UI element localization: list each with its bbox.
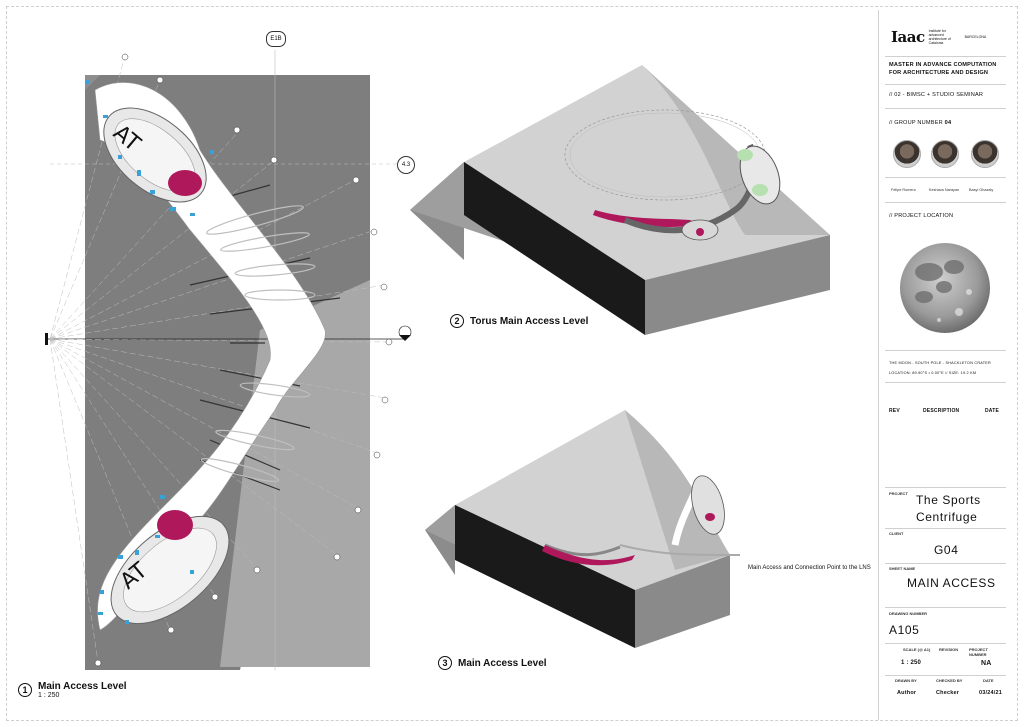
iaac-logo: Iaac Institute for advanced architecture… [891,28,986,46]
divider [885,675,1006,676]
checked-by-value: Checker [936,690,960,696]
divider [885,177,1006,178]
date-value: 03/24/21 [979,690,1003,696]
view-1-number: 1 [18,683,32,697]
grid-label-4-3: 4.3 [401,162,411,168]
logo-subtitle: Institute for advanced architecture of C… [928,29,951,45]
group-number-value: 04 [944,120,952,126]
divider [885,563,1006,564]
checked-by-label: CHECKED BY [936,678,963,683]
grid-bubble-e1b: E1B [266,31,286,47]
client-value: G04 [934,543,959,557]
divider [885,643,1006,644]
drawn-by-value: Author [897,690,917,696]
grid-bubble-4-3: 4.3 [397,156,415,174]
sheet-name-label: SHEET NAME [889,566,916,571]
project-name-line-1: The Sports [916,493,981,507]
program-line-1: MASTER IN ADVANCE COMPUTATION [889,62,997,68]
main-access-axo [425,410,740,648]
title-block: Iaac Institute for advanced architecture… [878,10,1006,720]
group-number-row: // GROUP NUMBER 04 [889,120,951,126]
scale-value: 1 : 250 [901,660,922,666]
program-line-2: FOR ARCHITECTURE AND DESIGN [889,70,989,76]
drawing-number-value: A105 [889,623,920,637]
view-3-title: Main Access Level [458,657,547,669]
divider [885,108,1006,109]
rev-header: REV [889,408,900,414]
project-number-label: PROJECT NUMBER [969,647,988,657]
view-1-label: 1 Main Access Level 1 : 250 [18,681,127,699]
logo-mark: Iaac [891,28,925,46]
project-label: PROJECT [889,491,908,496]
avatar-member-1 [893,140,921,168]
view-1-scale: 1 : 250 [38,692,60,699]
torus-main-access-axo [410,65,830,335]
client-label: CLIENT [889,531,904,536]
divider [885,607,1006,608]
divider [885,528,1006,529]
divider [885,56,1006,57]
sheet-name-value: MAIN ACCESS [907,576,996,590]
drawing-number-label: DRAWING NUMBER [889,611,927,616]
date-label: DATE [983,678,994,683]
logo-city: BARCELONA [964,35,987,39]
scale-label: SCALE (@ A1) [903,647,931,652]
divider [885,84,1006,85]
location-line-2: LOCATION: 89.90°S • 0.00°E // SIZE: 19.2… [889,371,977,375]
main-access-annotation: Main Access and Connection Point to the … [748,565,871,571]
seminar-label: // 02 - BIMSC + STUDIO SEMINAR [889,92,984,98]
member-name-2: Keshava Narayan [929,188,960,192]
divider [885,487,1006,488]
divider [885,382,1006,383]
divider [885,350,1006,351]
avatar-member-3 [971,140,999,168]
description-header: DESCRIPTION [923,408,960,414]
revision-label: REVISION [939,647,959,652]
view-2-number: 2 [450,314,464,328]
member-name-3: Basyi Ghazaly [969,188,994,192]
view-2-title: Torus Main Access Level [470,315,589,327]
project-name-line-2: Centrifuge [916,510,978,524]
drawing-sheet-border [6,6,1018,721]
avatar-member-2 [931,140,959,168]
main-access-plan-drawing: AT AT [45,50,412,670]
member-name-1: Felipe Romero [891,188,916,192]
view-1-title: Main Access Level [38,681,127,692]
drawn-by-label: DRAWN BY [895,678,917,683]
group-number-label: // GROUP NUMBER [889,120,943,126]
view-3-number: 3 [438,656,452,670]
view-2-label: 2 Torus Main Access Level [450,314,588,328]
grid-label-e1b: E1B [270,36,282,42]
date-header: DATE [985,408,1000,414]
project-location-label: // PROJECT LOCATION [889,213,954,219]
divider [885,202,1006,203]
moon-image [900,243,990,333]
project-number-value: NA [981,660,992,667]
location-line-1: THE MOON - SOUTH POLE - SHACKLETON CRATE… [889,361,991,365]
view-3-label: 3 Main Access Level [438,656,547,670]
